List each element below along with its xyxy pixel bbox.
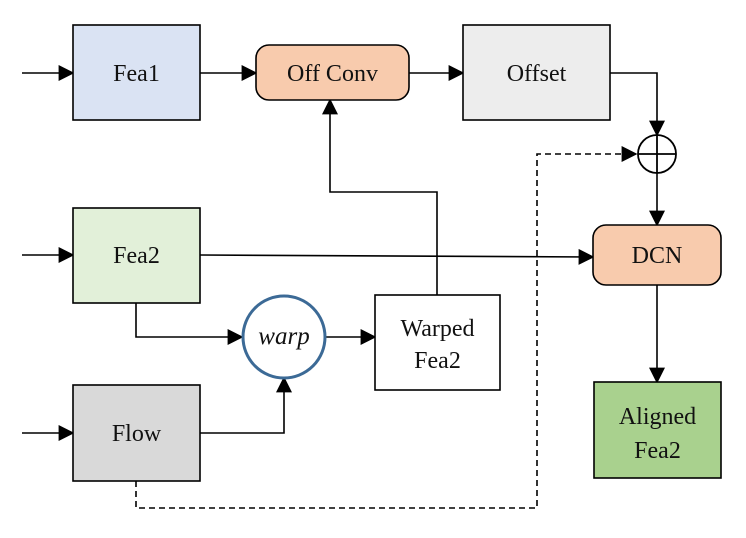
dcn-box — [592, 224, 722, 286]
node-warp: warp — [241, 294, 327, 380]
off-conv-label: Off Conv — [287, 61, 378, 87]
flow-label: Flow — [112, 421, 162, 447]
warped-fea2-label-line1: Warped — [400, 316, 474, 342]
node-offset: Offset — [462, 24, 611, 121]
offset-box — [462, 24, 611, 121]
node-aligned-fea2: Aligned Fea2 — [593, 381, 722, 479]
add-operator — [637, 134, 677, 174]
arrow-offset-to-add — [610, 72, 665, 137]
off-conv-box — [255, 44, 410, 101]
arrow-fea2-to-warp — [135, 303, 244, 345]
warped-fea2-box — [374, 294, 501, 391]
fea2-box — [72, 207, 201, 304]
arrow-warped-fea2-to-offconv — [322, 98, 438, 295]
warp-label: warp — [258, 323, 309, 350]
fea1-box — [72, 24, 201, 121]
node-dcn: DCN — [592, 224, 722, 286]
warped-fea2-label-line2: Fea2 — [414, 348, 461, 374]
flow-box — [72, 384, 201, 482]
node-off-conv: Off Conv — [255, 44, 410, 101]
node-fea1: Fea1 — [72, 24, 201, 121]
node-fea2: Fea2 — [72, 207, 201, 304]
aligned-fea2-label-line1: Aligned — [619, 404, 696, 430]
fea2-label: Fea2 — [113, 243, 160, 269]
aligned-fea2-label-line2: Fea2 — [634, 438, 681, 464]
aligned-fea2-box — [593, 381, 722, 479]
node-warped-fea2: Warped Fea2 — [374, 294, 501, 391]
arrow-flow-to-warp — [200, 376, 292, 434]
offset-label: Offset — [507, 61, 567, 87]
dcn-label: DCN — [632, 243, 683, 269]
warp-circle — [241, 294, 327, 380]
arrow-fea2-to-dcn — [199, 248, 595, 265]
dashed-arrow-flow-to-add — [135, 146, 638, 509]
fea1-label: Fea1 — [113, 61, 160, 87]
node-flow: Flow — [72, 384, 201, 482]
